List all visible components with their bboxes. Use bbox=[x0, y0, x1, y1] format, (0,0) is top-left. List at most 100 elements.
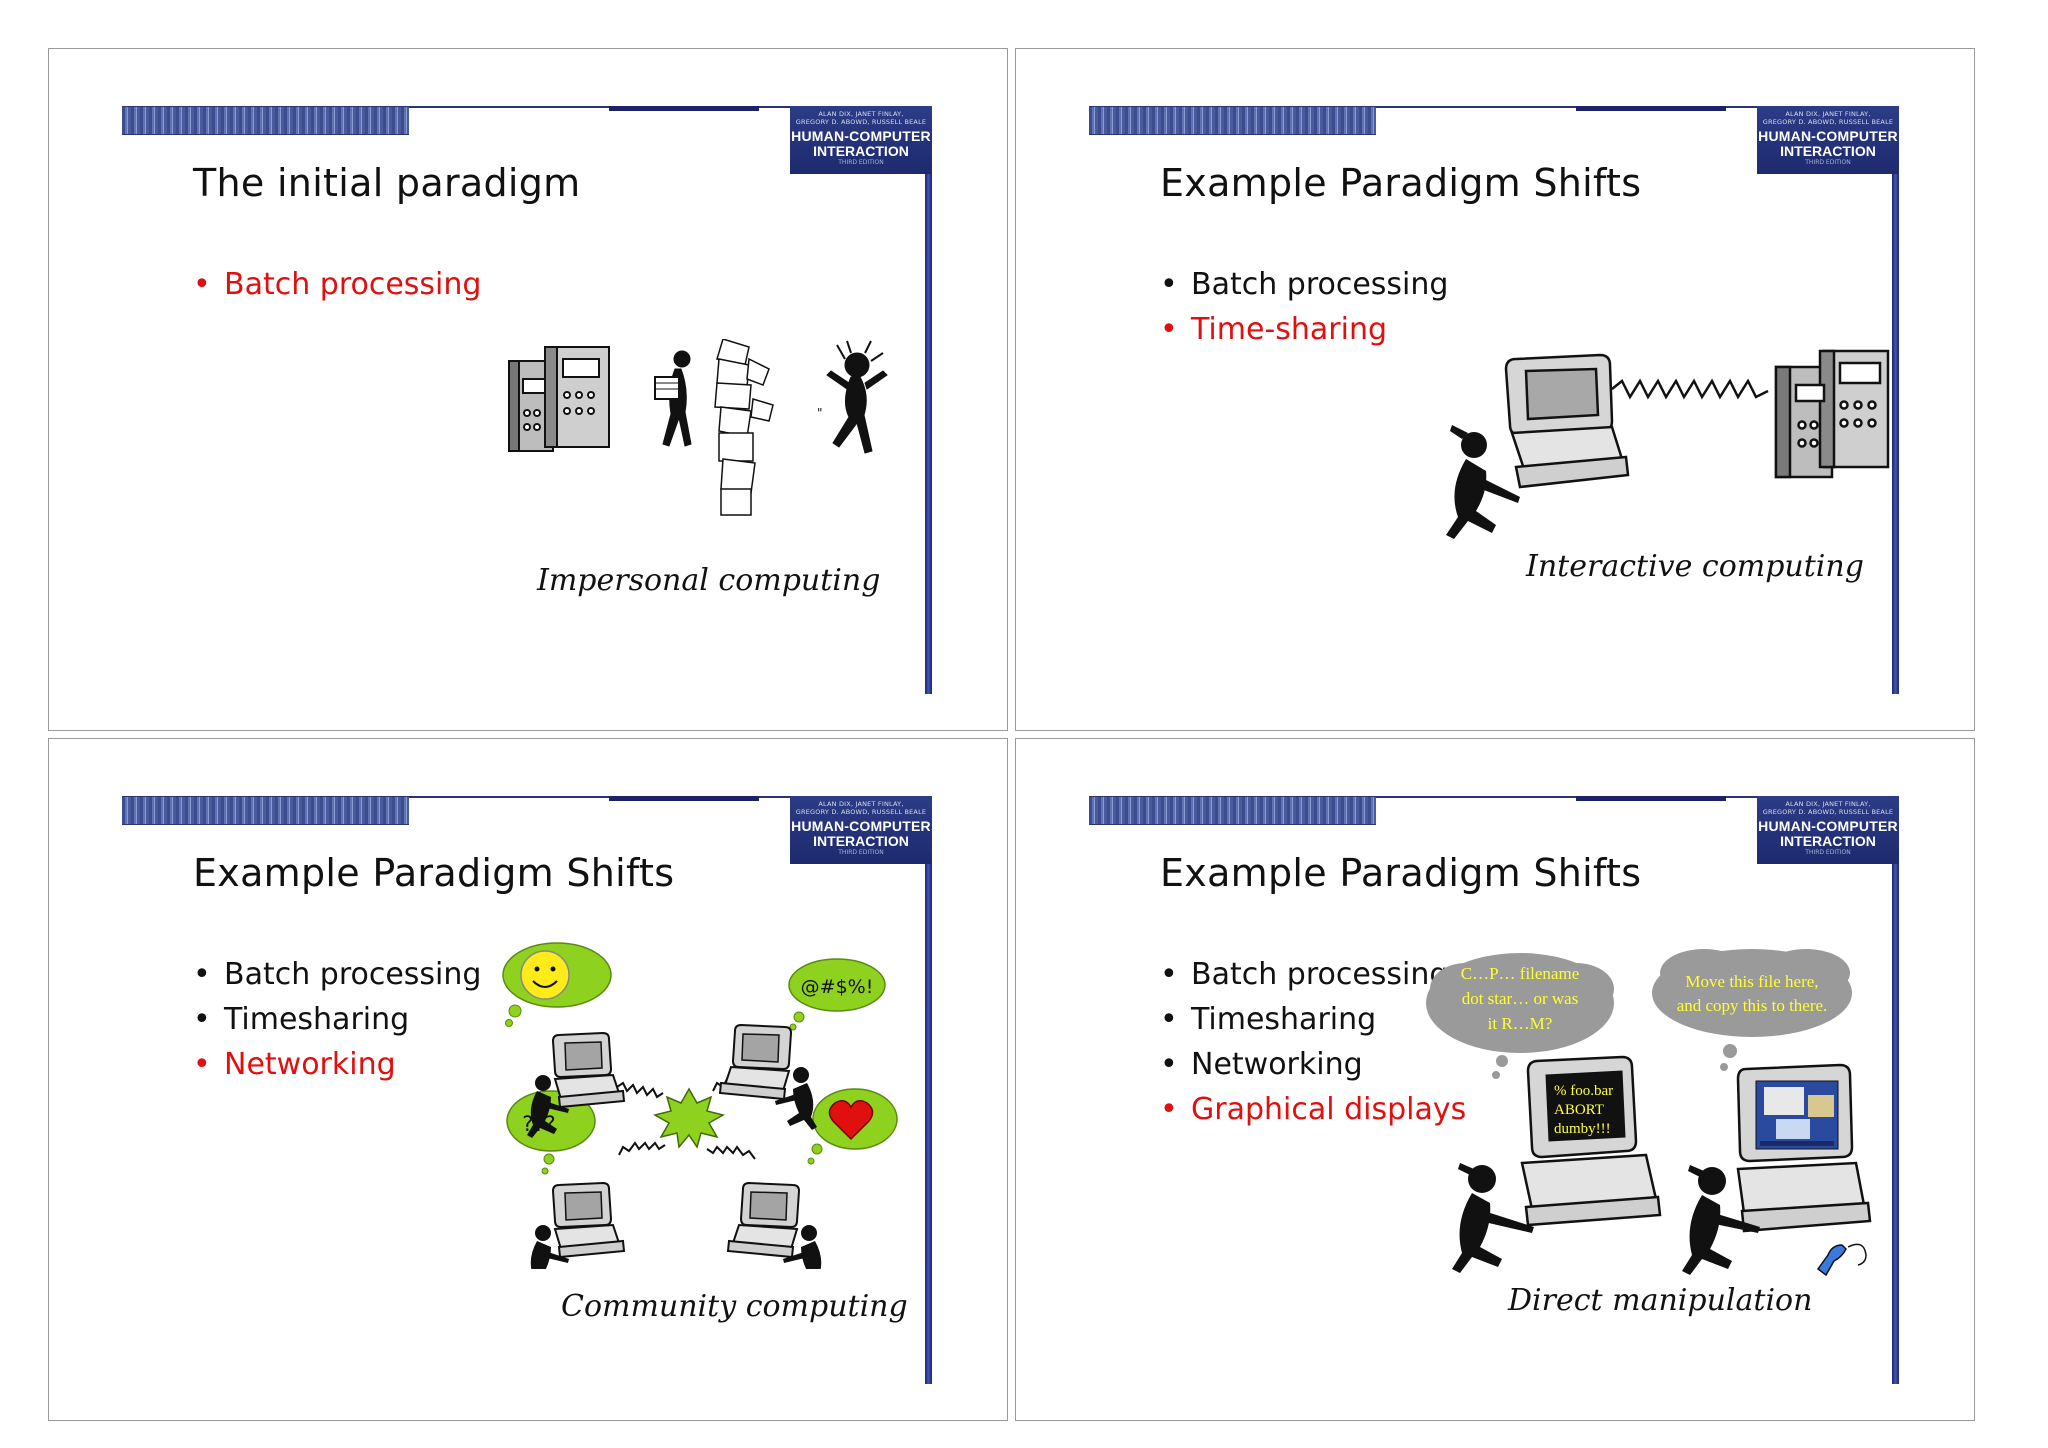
mouse-icon bbox=[1816, 1243, 1867, 1277]
side-bar bbox=[1892, 864, 1899, 1384]
side-bar bbox=[925, 864, 932, 1384]
batch-processing-illustration: " bbox=[508, 339, 888, 516]
logo-title-1: HUMAN-COMPUTER bbox=[791, 818, 931, 834]
confident-thought-bubble: Move this file here, and copy this to th… bbox=[1652, 949, 1852, 1071]
mainframe-icon bbox=[508, 346, 610, 452]
logo-title-2: INTERACTION bbox=[1780, 143, 1876, 159]
bullet-list: Batch processing Time-sharing bbox=[1160, 262, 1448, 352]
screen-line: dumby!!! bbox=[1554, 1121, 1611, 1137]
logo-title-2: INTERACTION bbox=[813, 833, 909, 849]
slide-1: ALAN DIX, JANET FINLAY, GREGORY D. ABOWD… bbox=[48, 48, 1008, 731]
logo-edition: THIRD EDITION bbox=[1805, 849, 1851, 856]
slide-title: The initial paradigm bbox=[193, 161, 581, 205]
terminal-icon bbox=[1504, 353, 1630, 489]
header-pattern-band bbox=[122, 796, 409, 825]
command-line-computer: % foo.bar ABORT dumby!!! bbox=[1452, 1055, 1662, 1273]
logo-edition: THIRD EDITION bbox=[838, 159, 884, 166]
network-hub-icon bbox=[653, 1087, 725, 1149]
paper-stack-icon bbox=[714, 339, 774, 516]
smiley-face-icon bbox=[520, 950, 570, 1000]
book-logo: ALAN DIX, JANET FINLAY, GREGORY D. ABOWD… bbox=[1757, 796, 1899, 864]
thought-line: Move this file here, bbox=[1685, 972, 1818, 991]
header-pattern-band bbox=[1089, 106, 1376, 135]
logo-authors-1: ALAN DIX, JANET FINLAY, bbox=[818, 110, 904, 118]
book-logo: ALAN DIX, JANET FINLAY, GREGORY D. ABOWD… bbox=[1757, 106, 1899, 174]
slide-title: Example Paradigm Shifts bbox=[1160, 161, 1642, 205]
slide-caption: Direct manipulation bbox=[1508, 1283, 1813, 1318]
logo-authors-1: ALAN DIX, JANET FINLAY, bbox=[1785, 800, 1871, 808]
logo-authors-2: GREGORY D. ABOWD, RUSSELL BEALE bbox=[1762, 118, 1894, 126]
networking-illustration: @#$%! ??? bbox=[502, 942, 898, 1269]
side-bar bbox=[925, 174, 932, 694]
networked-computer bbox=[719, 1024, 818, 1131]
side-bar bbox=[1892, 174, 1899, 694]
header-dark-strip bbox=[1576, 106, 1726, 111]
bullet-item: Networking bbox=[193, 1042, 481, 1087]
networked-computer bbox=[526, 1182, 625, 1269]
logo-authors-2: GREGORY D. ABOWD, RUSSELL BEALE bbox=[795, 808, 927, 816]
slide-2: ALAN DIX, JANET FINLAY, GREGORY D. ABOWD… bbox=[1015, 48, 1975, 731]
logo-edition: THIRD EDITION bbox=[1805, 159, 1851, 166]
network-cable bbox=[706, 1145, 756, 1160]
network-cable bbox=[616, 1081, 664, 1099]
header-dark-strip bbox=[609, 796, 759, 801]
bullet-item: Batch processing bbox=[1160, 952, 1466, 997]
bullet-list: Batch processing bbox=[193, 262, 481, 307]
slide-caption: Impersonal computing bbox=[537, 563, 881, 598]
slide-title: Example Paradigm Shifts bbox=[1160, 851, 1642, 895]
bullet-item: Time-sharing bbox=[1160, 307, 1448, 352]
thought-line: it R…M? bbox=[1488, 1014, 1553, 1033]
logo-edition: THIRD EDITION bbox=[838, 849, 884, 856]
bullet-item: Timesharing bbox=[1160, 997, 1466, 1042]
logo-authors-1: ALAN DIX, JANET FINLAY, bbox=[818, 800, 904, 808]
header-dark-strip bbox=[609, 106, 759, 111]
logo-authors-1: ALAN DIX, JANET FINLAY, bbox=[1785, 110, 1871, 118]
logo-authors-2: GREGORY D. ABOWD, RUSSELL BEALE bbox=[1762, 808, 1894, 816]
header-rule bbox=[1089, 796, 1824, 798]
bullet-item: Graphical displays bbox=[1160, 1087, 1466, 1132]
book-logo: ALAN DIX, JANET FINLAY, GREGORY D. ABOWD… bbox=[790, 796, 932, 864]
bullet-list: Batch processing Timesharing Networking … bbox=[1160, 952, 1466, 1132]
happy-thought-bubble bbox=[502, 942, 612, 1027]
thought-line: dot star… or was bbox=[1462, 989, 1579, 1008]
header-dark-strip bbox=[1576, 796, 1726, 801]
graphical-computer bbox=[1682, 1063, 1872, 1277]
screen-line: % foo.bar bbox=[1554, 1083, 1613, 1099]
logo-title-1: HUMAN-COMPUTER bbox=[1758, 128, 1898, 144]
slide-4: ALAN DIX, JANET FINLAY, GREGORY D. ABOWD… bbox=[1015, 738, 1975, 1421]
confused-thought-bubble: C…P… filename dot star… or was it R…M? bbox=[1426, 953, 1614, 1079]
book-logo: ALAN DIX, JANET FINLAY, GREGORY D. ABOWD… bbox=[790, 106, 932, 174]
thought-line: and copy this to there. bbox=[1677, 996, 1828, 1015]
logo-authors-2: GREGORY D. ABOWD, RUSSELL BEALE bbox=[795, 118, 927, 126]
connection-cable bbox=[1611, 378, 1769, 400]
header-rule bbox=[122, 106, 857, 108]
frustrated-user-figure: " bbox=[817, 340, 888, 454]
heart-icon bbox=[828, 1100, 874, 1141]
bullet-item: Batch processing bbox=[1160, 262, 1448, 307]
slide-title: Example Paradigm Shifts bbox=[193, 851, 675, 895]
bullet-list: Batch processing Timesharing Networking bbox=[193, 952, 481, 1087]
time-sharing-illustration bbox=[1446, 349, 1890, 539]
network-cable bbox=[618, 1141, 666, 1156]
bullet-item: Networking bbox=[1160, 1042, 1466, 1087]
mainframe-icon bbox=[1774, 349, 1890, 479]
header-pattern-band bbox=[1089, 796, 1376, 825]
header-rule bbox=[122, 796, 857, 798]
bullet-item: Batch processing bbox=[193, 262, 481, 307]
bullet-item: Timesharing bbox=[193, 997, 481, 1042]
logo-title-1: HUMAN-COMPUTER bbox=[1758, 818, 1898, 834]
swear-text: @#$%! bbox=[801, 976, 874, 998]
thought-line: C…P… filename bbox=[1461, 964, 1580, 983]
logo-title-2: INTERACTION bbox=[1780, 833, 1876, 849]
bullet-item: Batch processing bbox=[193, 952, 481, 997]
svg-text:": " bbox=[817, 406, 823, 420]
angry-thought-bubble: @#$%! bbox=[788, 958, 886, 1031]
logo-title-2: INTERACTION bbox=[813, 143, 909, 159]
operator-figure bbox=[654, 350, 692, 447]
slide-caption: Interactive computing bbox=[1526, 549, 1864, 584]
direct-manipulation-illustration: C…P… filename dot star… or was it R…M? M… bbox=[1426, 949, 1872, 1277]
header-pattern-band bbox=[122, 106, 409, 135]
networked-computer bbox=[727, 1182, 826, 1269]
screen-line: ABORT bbox=[1554, 1102, 1604, 1118]
love-thought-bubble bbox=[807, 1088, 898, 1165]
